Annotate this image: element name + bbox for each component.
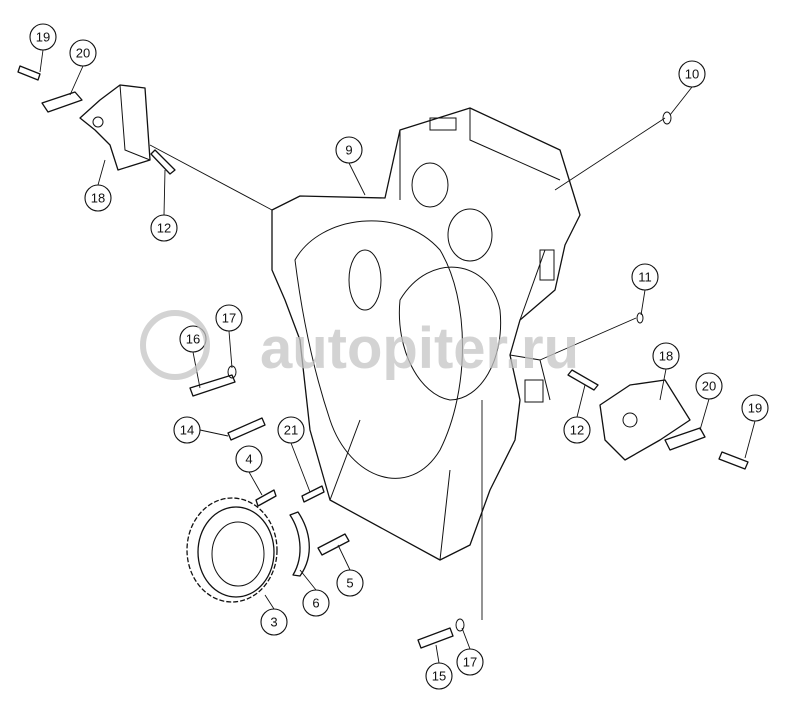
callout-circle (277, 416, 305, 444)
callout-circle (456, 648, 484, 676)
callout-label: 20 (702, 379, 716, 394)
callout-label: 18 (659, 349, 673, 364)
callout-circle (215, 304, 243, 332)
callout-3: 3 (260, 608, 288, 636)
callout-label: 19 (748, 401, 762, 416)
callout-17: 17 (215, 304, 243, 332)
callout-circle (631, 263, 659, 291)
callout-circle (235, 445, 263, 473)
callout-12: 12 (150, 214, 178, 242)
callout-circle (336, 569, 364, 597)
callout-18: 18 (84, 184, 112, 212)
callout-15: 15 (425, 662, 453, 690)
callout-label: 5 (346, 576, 353, 591)
callout-label: 12 (570, 423, 584, 438)
callout-21: 21 (277, 416, 305, 444)
flywheel-housing (271, 107, 581, 561)
ring-gear (186, 497, 278, 603)
callout-label: 3 (270, 615, 277, 630)
callout-circle (29, 23, 57, 51)
callout-circle (260, 608, 288, 636)
callout-9: 9 (335, 136, 363, 164)
callout-4: 4 (235, 445, 263, 473)
callout-19: 19 (741, 394, 769, 422)
callout-label: 4 (245, 452, 252, 467)
fasteners (189, 111, 672, 649)
callout-label: 18 (91, 191, 105, 206)
callout-label: 6 (312, 596, 319, 611)
callout-label: 9 (345, 143, 352, 158)
callout-label: 10 (685, 67, 699, 82)
callout-circle (678, 60, 706, 88)
mounting-bracket-right (567, 369, 749, 470)
callout-label: 17 (463, 655, 477, 670)
callout-circle (173, 416, 201, 444)
callout-20: 20 (69, 39, 97, 67)
callout-label: 17 (222, 311, 236, 326)
callout-label: 14 (180, 423, 194, 438)
callout-17: 17 (456, 648, 484, 676)
callout-circle (150, 214, 178, 242)
callout-circle (84, 184, 112, 212)
callout-circle (695, 372, 723, 400)
callout-10: 10 (678, 60, 706, 88)
callout-label: 12 (157, 221, 171, 236)
callout-circle (563, 416, 591, 444)
callout-20: 20 (695, 372, 723, 400)
callout-circle (335, 136, 363, 164)
callout-label: 20 (76, 46, 90, 61)
callout-circle (302, 589, 330, 617)
callout-circle (69, 39, 97, 67)
callout-label: 16 (186, 332, 200, 347)
callout-circle (652, 342, 680, 370)
callout-label: 15 (432, 669, 446, 684)
callout-6: 6 (302, 589, 330, 617)
callout-label: 21 (284, 423, 298, 438)
callout-circle (425, 662, 453, 690)
callout-12: 12 (563, 416, 591, 444)
callout-14: 14 (173, 416, 201, 444)
callout-18: 18 (652, 342, 680, 370)
callouts: 19 20 18 12 9 10 11 17 16 18 20 19 14 12 21 4 5 3 6 15 17 (29, 23, 769, 690)
callout-label: 11 (638, 270, 652, 285)
callout-19: 19 (29, 23, 57, 51)
callout-16: 16 (179, 325, 207, 353)
callout-label: 19 (36, 30, 50, 45)
callout-5: 5 (336, 569, 364, 597)
callout-circle (741, 394, 769, 422)
callout-11: 11 (631, 263, 659, 291)
mounting-bracket-left (17, 65, 176, 175)
